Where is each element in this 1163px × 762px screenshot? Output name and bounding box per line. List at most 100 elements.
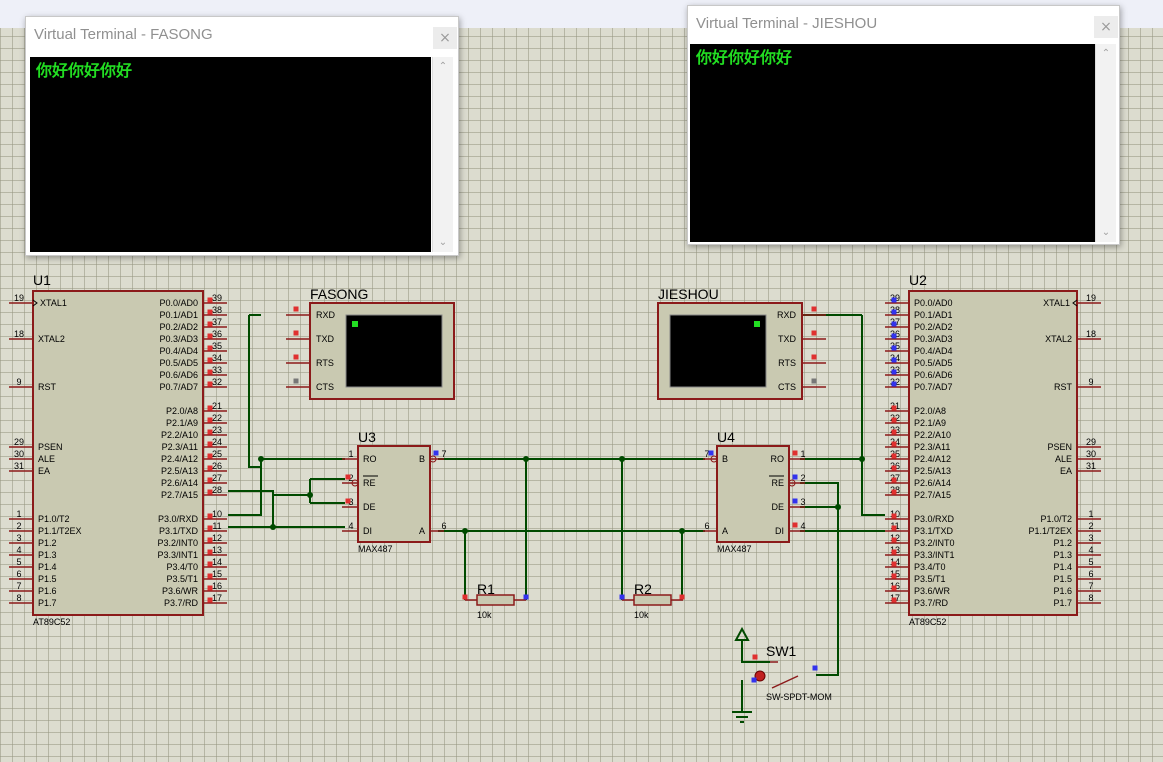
pin-marker[interactable]: [207, 585, 213, 591]
pin-marker[interactable]: [752, 654, 758, 660]
pin-marker[interactable]: [207, 489, 213, 495]
pin-marker[interactable]: [619, 594, 625, 600]
resistor-body[interactable]: [476, 594, 515, 606]
pin-marker[interactable]: [891, 513, 897, 519]
chip-body[interactable]: [908, 290, 1078, 616]
pin-marker[interactable]: [345, 498, 351, 504]
pin-marker[interactable]: [891, 561, 897, 567]
pin-name: P0.6/AD6: [159, 370, 198, 380]
pin-marker[interactable]: [792, 498, 798, 504]
pin-marker[interactable]: [891, 573, 897, 579]
pin-marker[interactable]: [891, 309, 897, 315]
pin-marker[interactable]: [792, 522, 798, 528]
pin-marker[interactable]: [207, 477, 213, 483]
pin-marker[interactable]: [792, 474, 798, 480]
pin-marker[interactable]: [207, 429, 213, 435]
pin-marker[interactable]: [207, 441, 213, 447]
pin-marker[interactable]: [345, 474, 351, 480]
scroll-up-icon[interactable]: ⌃: [1101, 48, 1111, 59]
pin-marker[interactable]: [293, 330, 299, 336]
pin-marker[interactable]: [433, 450, 439, 456]
resistor-body[interactable]: [633, 594, 672, 606]
pin-marker[interactable]: [207, 537, 213, 543]
pin-marker[interactable]: [207, 369, 213, 375]
pin-marker[interactable]: [207, 321, 213, 327]
pin-marker[interactable]: [891, 429, 897, 435]
pin-marker[interactable]: [207, 333, 213, 339]
pin-marker[interactable]: [523, 594, 529, 600]
chip-body[interactable]: [357, 445, 431, 543]
pin-marker[interactable]: [891, 345, 897, 351]
terminal-scrollbar[interactable]: ⌃ ⌄: [1095, 44, 1116, 242]
pin-marker[interactable]: [891, 453, 897, 459]
terminal-screen[interactable]: 你好你好你好: [30, 57, 431, 252]
pin-marker[interactable]: [207, 417, 213, 423]
pin-marker[interactable]: [891, 477, 897, 483]
pin-marker[interactable]: [891, 405, 897, 411]
pin-name: P1.4: [1053, 562, 1072, 572]
pin-marker[interactable]: [207, 345, 213, 351]
pin-marker[interactable]: [792, 450, 798, 456]
chip-body[interactable]: [716, 445, 790, 543]
close-icon[interactable]: ×: [1094, 16, 1118, 38]
pin-marker[interactable]: [891, 465, 897, 471]
pin-marker[interactable]: [811, 306, 817, 312]
pin-marker[interactable]: [891, 333, 897, 339]
pin-marker[interactable]: [207, 405, 213, 411]
pin-marker[interactable]: [207, 573, 213, 579]
pin-marker[interactable]: [293, 354, 299, 360]
pin-marker[interactable]: [207, 597, 213, 603]
terminal-window-jieshou[interactable]: Virtual Terminal - JIESHOU × 你好你好你好 ⌃ ⌄: [687, 5, 1120, 245]
terminal-scrollbar[interactable]: ⌃ ⌄: [432, 57, 453, 252]
pin-marker[interactable]: [207, 465, 213, 471]
pin-marker[interactable]: [811, 354, 817, 360]
pin-number: 4: [348, 521, 353, 531]
pin-marker[interactable]: [207, 357, 213, 363]
pin-marker[interactable]: [207, 525, 213, 531]
pin-marker[interactable]: [207, 561, 213, 567]
pin-marker[interactable]: [891, 525, 897, 531]
pin-marker[interactable]: [891, 585, 897, 591]
switch-lever[interactable]: [771, 675, 799, 689]
chip-body[interactable]: [32, 290, 204, 616]
pin-marker[interactable]: [891, 549, 897, 555]
pin-marker[interactable]: [891, 417, 897, 423]
pin-marker[interactable]: [462, 594, 468, 600]
pin-marker[interactable]: [891, 297, 897, 303]
pin-marker[interactable]: [679, 594, 685, 600]
pin-marker[interactable]: [207, 549, 213, 555]
pin-name: P0.1/AD1: [914, 310, 953, 320]
pin-marker[interactable]: [811, 330, 817, 336]
pin-marker[interactable]: [207, 453, 213, 459]
pin-marker[interactable]: [891, 597, 897, 603]
pin-marker[interactable]: [811, 378, 817, 384]
pin-number: 17: [212, 593, 222, 603]
terminal-screen[interactable]: 你好你好你好: [690, 44, 1095, 242]
pin-marker[interactable]: [293, 378, 299, 384]
pin-marker[interactable]: [891, 489, 897, 495]
pin-marker[interactable]: [207, 297, 213, 303]
pin-marker[interactable]: [207, 309, 213, 315]
pin-marker[interactable]: [891, 381, 897, 387]
pin-marker[interactable]: [293, 306, 299, 312]
wire-r1: [464, 459, 527, 600]
scroll-up-icon[interactable]: ⌃: [438, 61, 448, 72]
pin-marker[interactable]: [751, 677, 757, 683]
switch-knob-icon[interactable]: [754, 670, 766, 682]
pin-marker[interactable]: [891, 321, 897, 327]
terminal-window-fasong[interactable]: Virtual Terminal - FASONG × 你好你好你好 ⌃ ⌄: [25, 16, 459, 256]
pin-marker[interactable]: [891, 537, 897, 543]
pin-marker[interactable]: [891, 369, 897, 375]
pin-number: 18: [1086, 329, 1096, 339]
pin-marker[interactable]: [891, 441, 897, 447]
close-icon[interactable]: ×: [433, 27, 457, 49]
pin-marker[interactable]: [207, 381, 213, 387]
pin-marker[interactable]: [207, 513, 213, 519]
chip-part: MAX487: [717, 544, 752, 554]
scroll-down-icon[interactable]: ⌄: [1101, 227, 1111, 238]
scroll-down-icon[interactable]: ⌄: [438, 237, 448, 248]
pin-marker[interactable]: [708, 450, 714, 456]
pin-marker[interactable]: [812, 665, 818, 671]
pin-marker[interactable]: [891, 357, 897, 363]
